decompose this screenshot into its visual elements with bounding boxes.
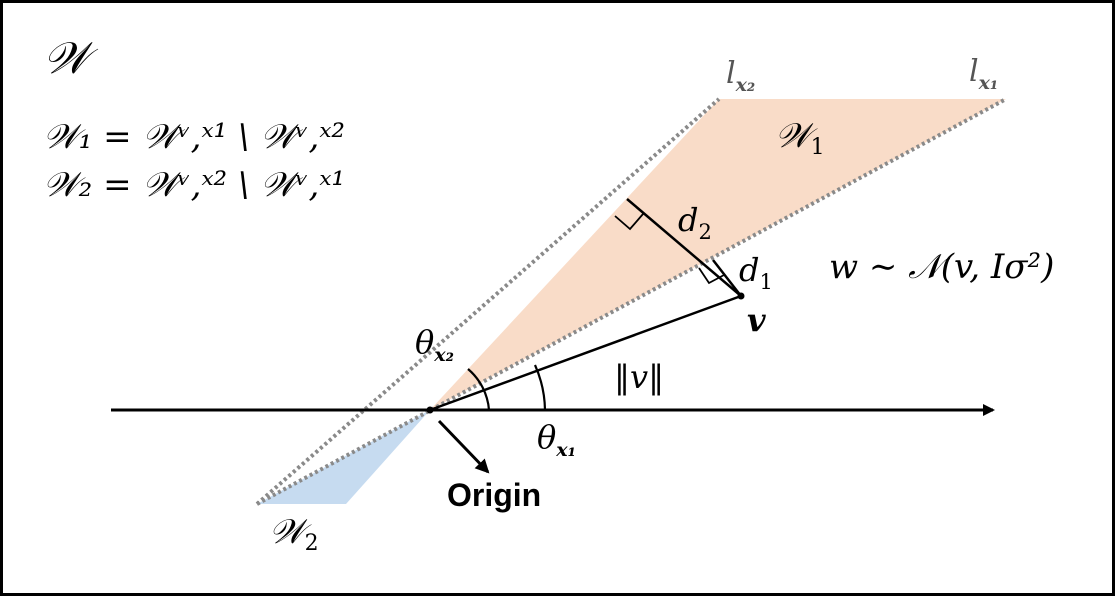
- label-theta-x1: θx₁: [537, 418, 576, 461]
- label-distribution: w ∼ 𝒩(v, Iσ²): [829, 247, 1054, 287]
- diagram-canvas: 𝒲 𝒲₁ = 𝒲ᵛ,ˣ¹ \ 𝒲ᵛ,ˣ² 𝒲₂ = 𝒲ᵛ,ˣ² \ 𝒲ᵛ,ˣ¹ …: [43, 33, 1054, 556]
- set-label: 𝒲: [43, 33, 99, 84]
- origin-pointer-arrow: [437, 419, 490, 474]
- right-angle-marker-d2: [614, 213, 644, 231]
- label-l-x1: lx₁: [969, 54, 998, 94]
- label-origin: Origin: [447, 477, 541, 513]
- definition-w2: 𝒲₂ = 𝒲ᵛ,ˣ² \ 𝒲ᵛ,ˣ¹: [43, 165, 345, 205]
- label-d2: d2: [678, 201, 712, 244]
- line-l-x2: [255, 97, 721, 506]
- right-angle-marker-d1: [698, 267, 725, 285]
- angle-arc-theta-x2: [467, 368, 491, 411]
- label-theta-x2: θx₂: [415, 323, 454, 366]
- definition-w1: 𝒲₁ = 𝒲ᵛ,ˣ¹ \ 𝒲ᵛ,ˣ²: [43, 117, 345, 157]
- label-region-w2: 𝒲2: [269, 512, 319, 556]
- line-l-x1: [256, 97, 1007, 506]
- angle-arc-theta-x1: [533, 364, 547, 411]
- label-l-x2: lx₂: [726, 56, 755, 96]
- perpendicular-d1: [712, 259, 742, 297]
- perpendicular-d2: [626, 198, 742, 297]
- vector-v: [429, 294, 742, 412]
- label-norm-v: ‖v‖: [614, 358, 664, 396]
- origin-point: [426, 406, 434, 414]
- label-d1: d1: [739, 251, 773, 294]
- label-vector-v: v: [747, 301, 766, 339]
